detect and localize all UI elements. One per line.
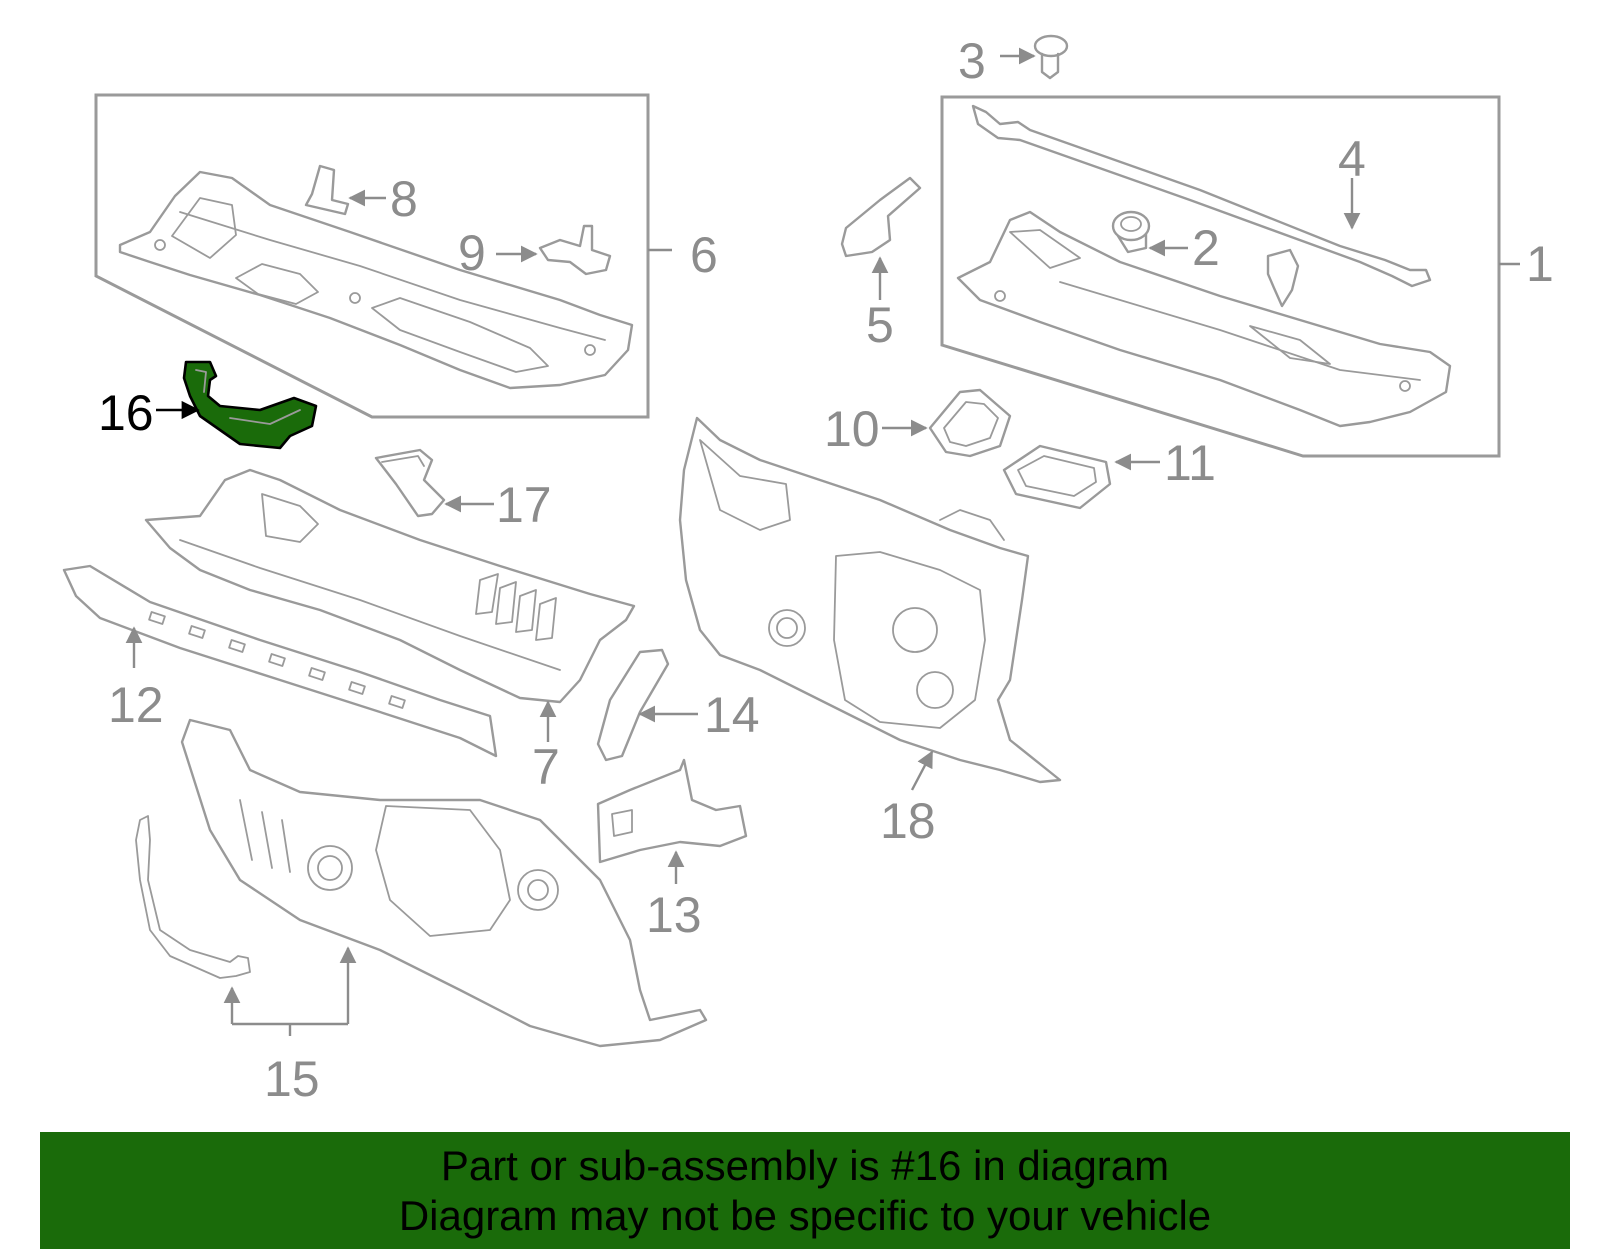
- lower-dash-panel-15: [135, 718, 708, 1048]
- footer-line-1: Part or sub-assembly is #16 in diagram: [440, 1141, 1170, 1189]
- grommet-2: [1111, 210, 1151, 254]
- group-box-6: [94, 93, 650, 419]
- callout-18: 18: [880, 793, 936, 849]
- leader-lines: [125, 47, 1520, 1036]
- push-clip-3: [1033, 34, 1069, 80]
- callout-10: 10: [824, 401, 880, 457]
- callout-9: 9: [458, 225, 486, 281]
- callout-17: 17: [496, 477, 552, 533]
- dash-panel-7: [144, 468, 636, 704]
- callout-8: 8: [390, 171, 418, 227]
- footer-banner: Part or sub-assembly is #16 in diagram D…: [40, 1132, 1570, 1249]
- duct-frame-11: [1002, 444, 1112, 510]
- bracket-panel-13: [596, 758, 748, 864]
- callout-4: 4: [1338, 131, 1366, 187]
- duct-seal-10: [928, 388, 1012, 458]
- rod-4: [971, 104, 1432, 288]
- callout-14: 14: [704, 687, 760, 743]
- callout-6: 6: [690, 227, 718, 283]
- callouts: 1 2 3 4 5 6 7 8 9 10 11 12 13 14 15 16 1…: [98, 33, 1554, 1107]
- highlighted-part-16: [182, 360, 318, 450]
- bracket-8: [304, 164, 350, 216]
- cowl-panel-right: [956, 210, 1452, 428]
- strip-14: [596, 648, 670, 762]
- footer-line-2: Diagram may not be specific to your vehi…: [398, 1191, 1212, 1239]
- group-box-1: [940, 95, 1501, 458]
- small-seal: [1266, 248, 1300, 308]
- callout-13: 13: [646, 887, 702, 943]
- callout-15: 15: [264, 1051, 320, 1107]
- callout-2: 2: [1192, 220, 1220, 276]
- bracket-5: [840, 176, 922, 258]
- callout-5: 5: [866, 297, 894, 353]
- duct-17: [374, 448, 446, 518]
- cowl-panel-left: [118, 170, 634, 390]
- leader-18: [910, 750, 934, 791]
- callout-11: 11: [1164, 435, 1216, 491]
- callout-7: 7: [532, 739, 560, 795]
- callout-1: 1: [1526, 236, 1554, 292]
- callout-16: 16: [98, 385, 154, 441]
- dash-panel-18: [678, 416, 1062, 784]
- clip-bracket-9: [538, 224, 612, 276]
- callout-3: 3: [958, 33, 986, 89]
- callout-12: 12: [108, 677, 164, 733]
